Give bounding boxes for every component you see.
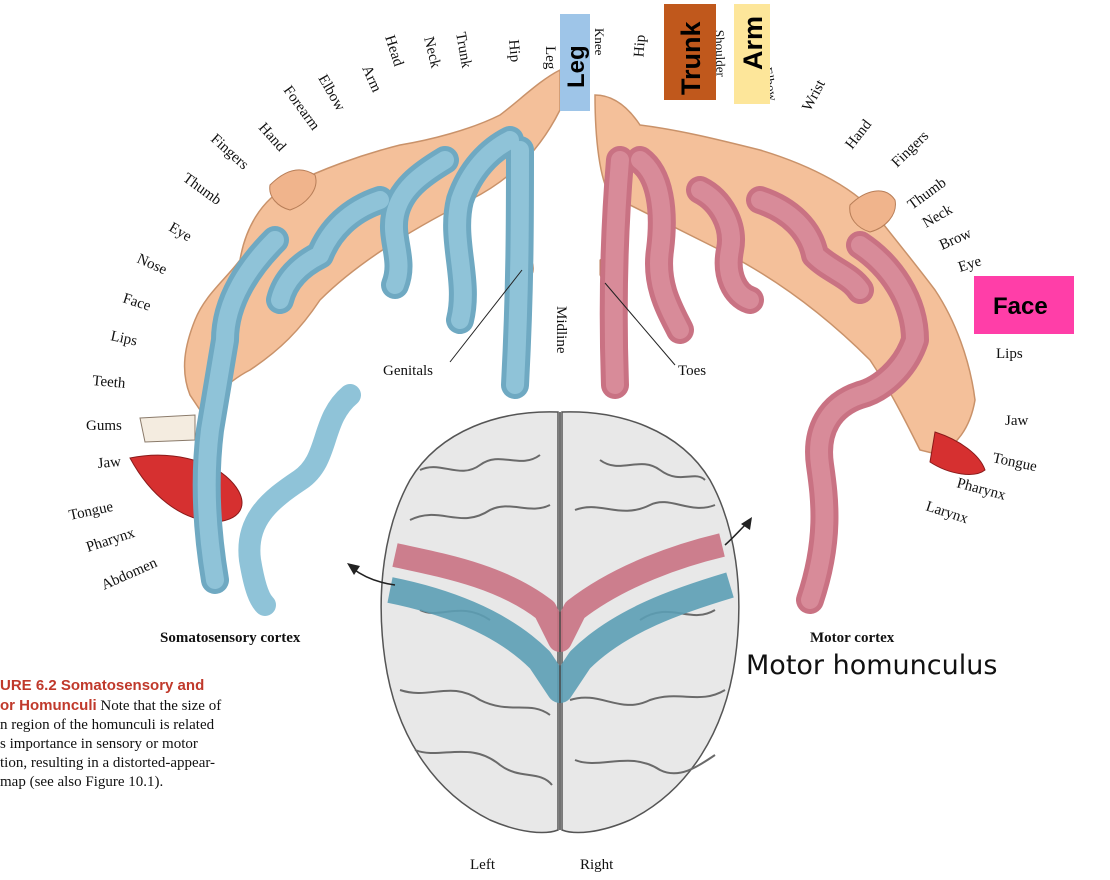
sensory-homunculus-body: [183, 68, 561, 412]
right-hemisphere-label: Right: [580, 857, 614, 873]
caption-line-5: tion, resulting in a distorted-appear-: [0, 755, 216, 771]
left-label-elbow: Elbow: [315, 72, 349, 114]
somatosensory-lower-band: [238, 384, 361, 616]
right-label-wrist: Wrist: [799, 77, 829, 114]
motor-homunculus-annotation: Motor homunculus: [746, 650, 998, 681]
genitals-label: Genitals: [383, 363, 433, 379]
figure-caption: URE 6.2 Somatosensory and or Homunculi N…: [0, 676, 330, 792]
left-label-eye: Eye: [166, 220, 194, 246]
arrow-head-left: [347, 563, 360, 575]
left-hemisphere-label: Left: [470, 857, 496, 873]
somatosensory-cortex-label: Somatosensory cortex: [160, 630, 301, 646]
motor-tongue: [929, 431, 986, 475]
left-label-thumb: Thumb: [180, 170, 224, 208]
arm-highlight-label: Arm: [738, 16, 768, 70]
left-label-jaw: Jaw: [97, 454, 122, 472]
trunk-highlight-label: Trunk: [676, 21, 706, 95]
toes-leader: [604, 282, 676, 366]
left-label-teeth: Teeth: [92, 373, 127, 392]
right-label-pharynx: Pharynx: [955, 475, 1008, 504]
toes-label: Toes: [678, 363, 706, 379]
left-label-forearm: Forearm: [280, 83, 323, 134]
left-label-leg: Leg: [542, 46, 558, 70]
caption-line-6: map (see also Figure 10.1).: [0, 774, 164, 790]
left-label-face: Face: [121, 291, 153, 315]
right-label-tongue: Tongue: [991, 450, 1038, 475]
right-label-larynx: Larynx: [924, 499, 971, 528]
face-highlight-box: [974, 276, 1074, 334]
left-label-abdomen: Abdomen: [99, 555, 160, 594]
left-label-head: Head: [381, 33, 406, 69]
right-label-shoulder: Shoulder: [712, 30, 729, 78]
left-label-hip: Hip: [505, 39, 523, 63]
face-highlight-label: Face: [993, 293, 1048, 320]
sensory-hand-shape: [269, 169, 317, 211]
right-label-fingers: Fingers: [889, 128, 933, 171]
left-label-nose: Nose: [134, 251, 169, 278]
left-label-neck: Neck: [420, 35, 443, 70]
left-label-gums: Gums: [86, 418, 122, 434]
right-label-brow: Brow: [937, 225, 974, 253]
left-label-fingers: Fingers: [207, 131, 251, 173]
caption-line-2: or Homunculi Note that the size of: [0, 697, 222, 714]
left-label-trunk: Trunk: [452, 31, 474, 70]
right-label-hip: Hip: [631, 34, 649, 58]
caption-line-4: s importance in sensory or motor: [0, 736, 198, 752]
genitals-leader: [449, 269, 523, 363]
leg-highlight-label: Leg: [563, 45, 590, 88]
trunk-highlight-box: [664, 4, 716, 100]
sensory-tongue: [129, 454, 243, 523]
right-label-knee: Knee: [592, 28, 607, 56]
right-label-lips: Lips: [996, 346, 1023, 362]
left-label-lips: Lips: [109, 328, 139, 349]
right-label-eye: Eye: [956, 253, 983, 276]
caption-line-3: n region of the homunculi is related: [0, 717, 215, 733]
right-label-neck: Neck: [920, 202, 956, 232]
arm-highlight-box: [734, 4, 770, 104]
arrow-head-right: [741, 517, 752, 530]
caption-line-1: URE 6.2 Somatosensory and: [0, 677, 205, 694]
sensory-teeth: [139, 414, 196, 443]
left-label-hand: Hand: [255, 120, 289, 155]
brain-top-view: [380, 411, 740, 834]
leg-highlight-box: [560, 14, 590, 111]
somatosensory-cortex-band-inner: [197, 131, 529, 589]
motor-cortex-band-inner: [604, 151, 924, 609]
motor-cortex-label: Motor cortex: [810, 630, 895, 646]
motor-hand-shape: [849, 190, 896, 233]
left-label-tongue: Tongue: [68, 499, 115, 524]
left-label-pharynx: Pharynx: [84, 525, 137, 556]
left-label-arm: Arm: [358, 63, 384, 95]
midline-label: Midline: [553, 306, 569, 354]
right-label-hand: Hand: [843, 117, 876, 153]
right-label-jaw: Jaw: [1005, 413, 1028, 429]
